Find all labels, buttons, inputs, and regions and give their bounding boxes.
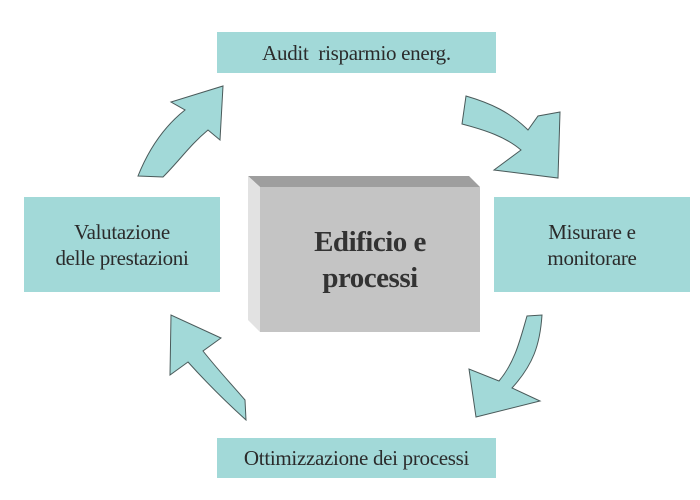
- arrow-right-to-bottom: [468, 314, 543, 418]
- step-audit-label: Audit risparmio energ.: [262, 40, 451, 65]
- step-optimization: Ottimizzazione dei processi: [217, 438, 496, 478]
- center-label: Edificio e processi: [260, 187, 480, 332]
- step-evaluation: Valutazione delle prestazioni: [24, 197, 220, 292]
- step-measure-monitor: Misurare e monitorare: [494, 197, 690, 292]
- center-block-side-face: [248, 176, 260, 332]
- arrow-left-to-top: [137, 85, 224, 178]
- step-optimization-label: Ottimizzazione dei processi: [243, 446, 470, 470]
- step-measure-monitor-line-1: Misurare e: [548, 219, 636, 244]
- step-measure-monitor-line-2: monitorare: [547, 245, 637, 270]
- center-block-top-face: [248, 176, 480, 187]
- center-block-front-face: [260, 187, 480, 332]
- center-label-line-2: processi: [322, 261, 418, 294]
- center-block: [248, 176, 480, 332]
- step-evaluation-line-1: Valutazione: [74, 219, 170, 244]
- arrow-bottom-to-left: [169, 314, 247, 422]
- step-audit: Audit risparmio energ.: [217, 32, 496, 73]
- step-evaluation-line-2: delle prestazioni: [55, 245, 189, 270]
- arrow-top-to-right: [461, 95, 561, 179]
- center-label-line-1: Edificio e: [314, 225, 426, 258]
